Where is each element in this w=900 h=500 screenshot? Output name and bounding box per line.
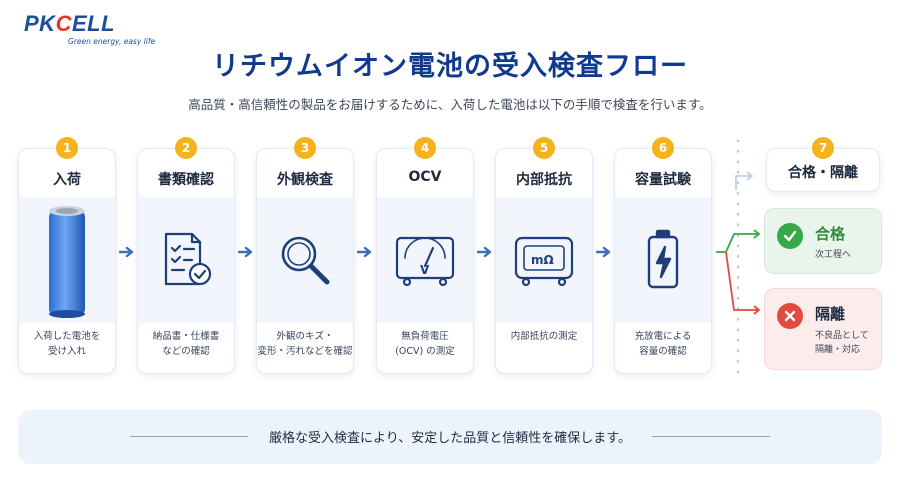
step-number-badge: 6 [652,137,674,159]
step-title: 書類確認 [158,172,214,188]
step-desc-line: 変形・汚れなどを確認 [257,346,353,357]
result-desc-line: 次工程へ [815,250,852,260]
step-card-6: 6 容量試験 充放電による 容量の確認 [614,137,712,374]
cross-circle-icon [777,303,803,329]
logo-wordmark: PKCELL [24,12,164,36]
step-title: 容量試験 [635,172,691,188]
brand-logo: PKCELL Green energy, easy life [24,12,164,52]
step-desc-line: 容量の確認 [639,346,687,357]
step-number-badge: 7 [812,137,834,159]
step-desc-line: 外観のキズ・ [276,331,334,342]
page-title: リチウムイオン電池の受入検査フロー [212,51,688,82]
fail-description: 不良品として 隔離・対応 [815,329,869,357]
pass-description: 次工程へ [815,248,851,262]
step-description: 内部抵抗の測定 [496,329,592,344]
step-description: 外観のキズ・ 変形・汚れなどを確認 [257,329,353,359]
result-title: 合格・隔離 [788,165,858,181]
fail-result-box: 隔離 不良品として 隔離・対応 [764,288,882,370]
step-desc-line: 無負荷電圧 [401,331,449,342]
step-illustration [19,197,115,323]
battery-cell-icon [49,206,85,318]
divider-dots [737,140,739,380]
step-desc-line: 充放電による [634,331,692,342]
flow-arrow [477,246,492,258]
ohmmeter-label: mΩ [531,253,554,267]
step-number-badge: 1 [56,137,78,159]
step-desc-line: (OCV) の測定 [395,346,455,357]
banner-rule-right [652,436,770,437]
step-desc-line: 内部抵抗の測定 [510,331,578,342]
step-number-badge: 2 [175,137,197,159]
flow-arrow [357,246,372,258]
voltmeter-label: V [420,263,430,277]
pass-label: 合格 [815,225,846,243]
step-illustration [257,197,353,323]
logo-tagline: Green energy, easy life [68,37,156,46]
step-illustration [138,197,234,323]
magnifier-icon [281,236,330,285]
step-number-badge: 4 [414,137,436,159]
summary-banner: 厳格な受入検査により、安定した品質と信頼性を確保します。 [18,410,882,464]
banner-text: 厳格な受入検査により、安定した品質と信頼性を確保します。 [269,431,631,446]
flow-arrow [238,246,253,258]
fail-label: 隔離 [815,305,846,323]
step-card-1: 1 入荷 入荷した電池を 受け入れ [18,137,116,374]
result-card: 7 合格・隔離 [766,137,880,192]
flow-arrow [119,246,134,258]
step-number-badge: 3 [294,137,316,159]
step-title: 外観検査 [277,172,333,188]
result-desc-line: 隔離・対応 [815,345,861,355]
ohmmeter-icon: mΩ [514,236,574,287]
voltmeter-icon: V [395,236,455,287]
step-card-3: 3 外観検査 外観のキズ・ 変形・汚れなどを確認 [256,137,354,374]
flow-arrow [596,246,611,258]
step-desc-line: 入荷した電池を [33,331,101,342]
step-description: 納品書・仕様書 などの確認 [138,329,234,359]
battery-charge-icon [647,229,679,289]
logo-part-accent: C [55,11,72,36]
step-desc-line: などの確認 [162,346,210,357]
checklist-document-icon [164,232,212,286]
step-illustration [615,197,711,323]
step-number-badge: 5 [533,137,555,159]
logo-part-left: PK [24,11,56,36]
page-subtitle: 高品質・高信頼性の製品をお届けするために、入荷した電池は以下の手順で検査を行いま… [188,97,712,112]
banner-rule-left [130,436,248,437]
step-card-4: 4 OCV V 無負荷電圧 (OCV) の測定 [376,137,474,374]
step-description: 無負荷電圧 (OCV) の測定 [377,329,473,359]
step-desc-line: 受け入れ [47,346,86,357]
result-desc-line: 不良品として [815,331,869,341]
step-title: 入荷 [53,172,81,188]
step-title: 内部抵抗 [516,172,572,188]
pass-result-box: 合格 次工程へ [764,208,882,274]
step-card-2: 2 書類確認 納品書・仕様書 などの確認 [137,137,235,374]
step-description: 充放電による 容量の確認 [615,329,711,359]
step-illustration: mΩ [496,197,592,323]
check-circle-icon [777,223,803,249]
step-title: OCV [408,169,442,185]
logo-part-right: ELL [71,11,116,36]
step-illustration: V [377,197,473,323]
step-description: 入荷した電池を 受け入れ [19,329,115,359]
step-card-5: 5 内部抵抗 mΩ 内部抵抗の測定 [495,137,593,374]
step-desc-line: 納品書・仕様書 [152,331,220,342]
branch-arrows [716,171,761,315]
